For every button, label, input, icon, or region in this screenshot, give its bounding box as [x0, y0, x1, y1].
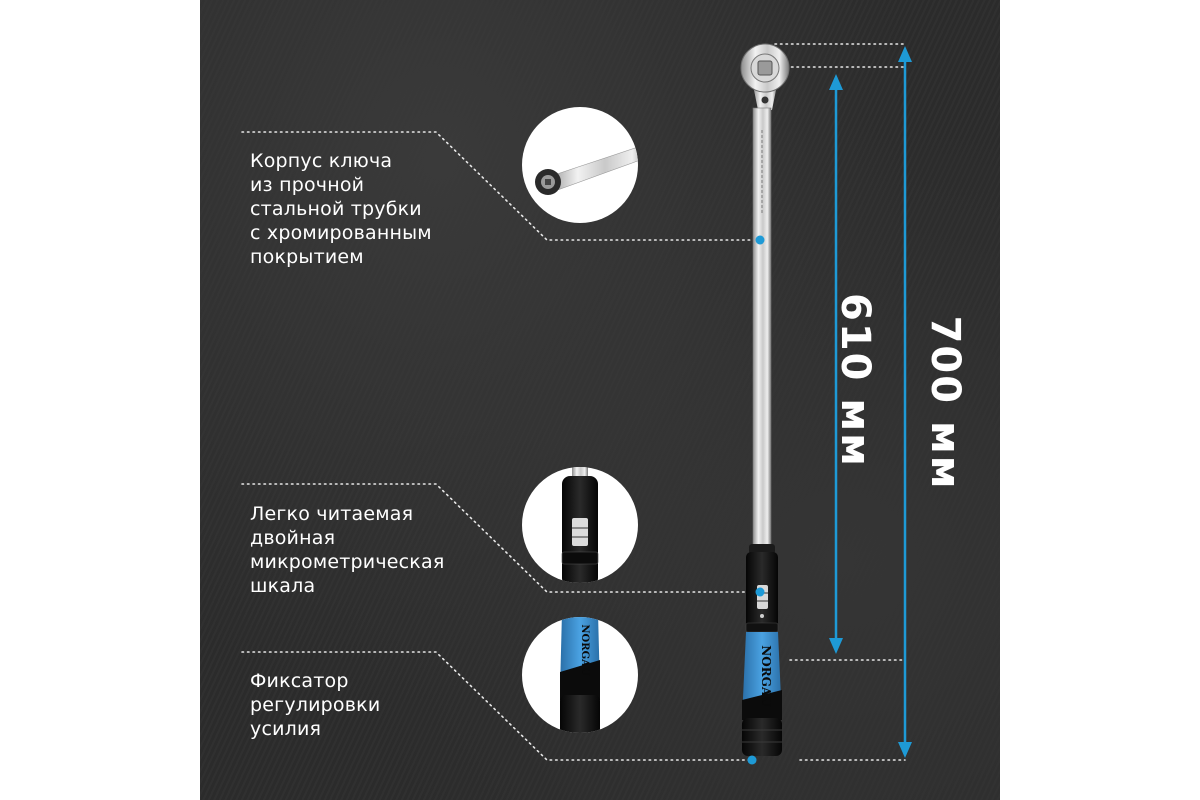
dimension-arrows	[829, 46, 912, 758]
arrow-up-700	[898, 46, 912, 62]
illustration: NORGAU	[241, 43, 912, 765]
torque-wrench: NORGAU	[740, 43, 790, 756]
lock-knob	[742, 718, 782, 756]
feature-adjustment-lock: Фиксатор регулировки усилия	[250, 670, 381, 740]
feature-tube-body: Корпус ключа из прочной стальной трубки …	[250, 150, 432, 268]
leader-line-lock	[241, 651, 753, 761]
detail-circle-head	[522, 107, 638, 223]
product-panel: NORGAU	[200, 0, 1000, 800]
square-drive	[757, 60, 773, 76]
detail-circle-lock: NORGAU	[522, 617, 638, 733]
arrow-down-610	[829, 638, 843, 654]
leader-lines	[241, 43, 906, 761]
callout-dot-scale	[755, 587, 765, 597]
callout-dot-lock	[747, 755, 757, 765]
detail-brand-text: NORGAU	[579, 624, 590, 675]
detail-circle-scale	[522, 467, 638, 583]
leader-line-body	[241, 131, 761, 241]
release-button	[761, 96, 769, 104]
feature-micrometer-scale: Легко читаемая двойная микрометрическая …	[250, 503, 445, 597]
callout-dot-body	[755, 235, 765, 245]
scale-collar	[749, 544, 775, 554]
dimension-label-610: 610 мм	[832, 293, 878, 468]
leader-line-scale	[241, 483, 761, 593]
arrow-down-700	[898, 742, 912, 758]
steel-tube	[752, 107, 772, 549]
dimension-label-700: 700 мм	[922, 315, 968, 491]
arrow-up-610	[829, 74, 843, 90]
grip-brand-text: NORGAU	[759, 645, 773, 707]
